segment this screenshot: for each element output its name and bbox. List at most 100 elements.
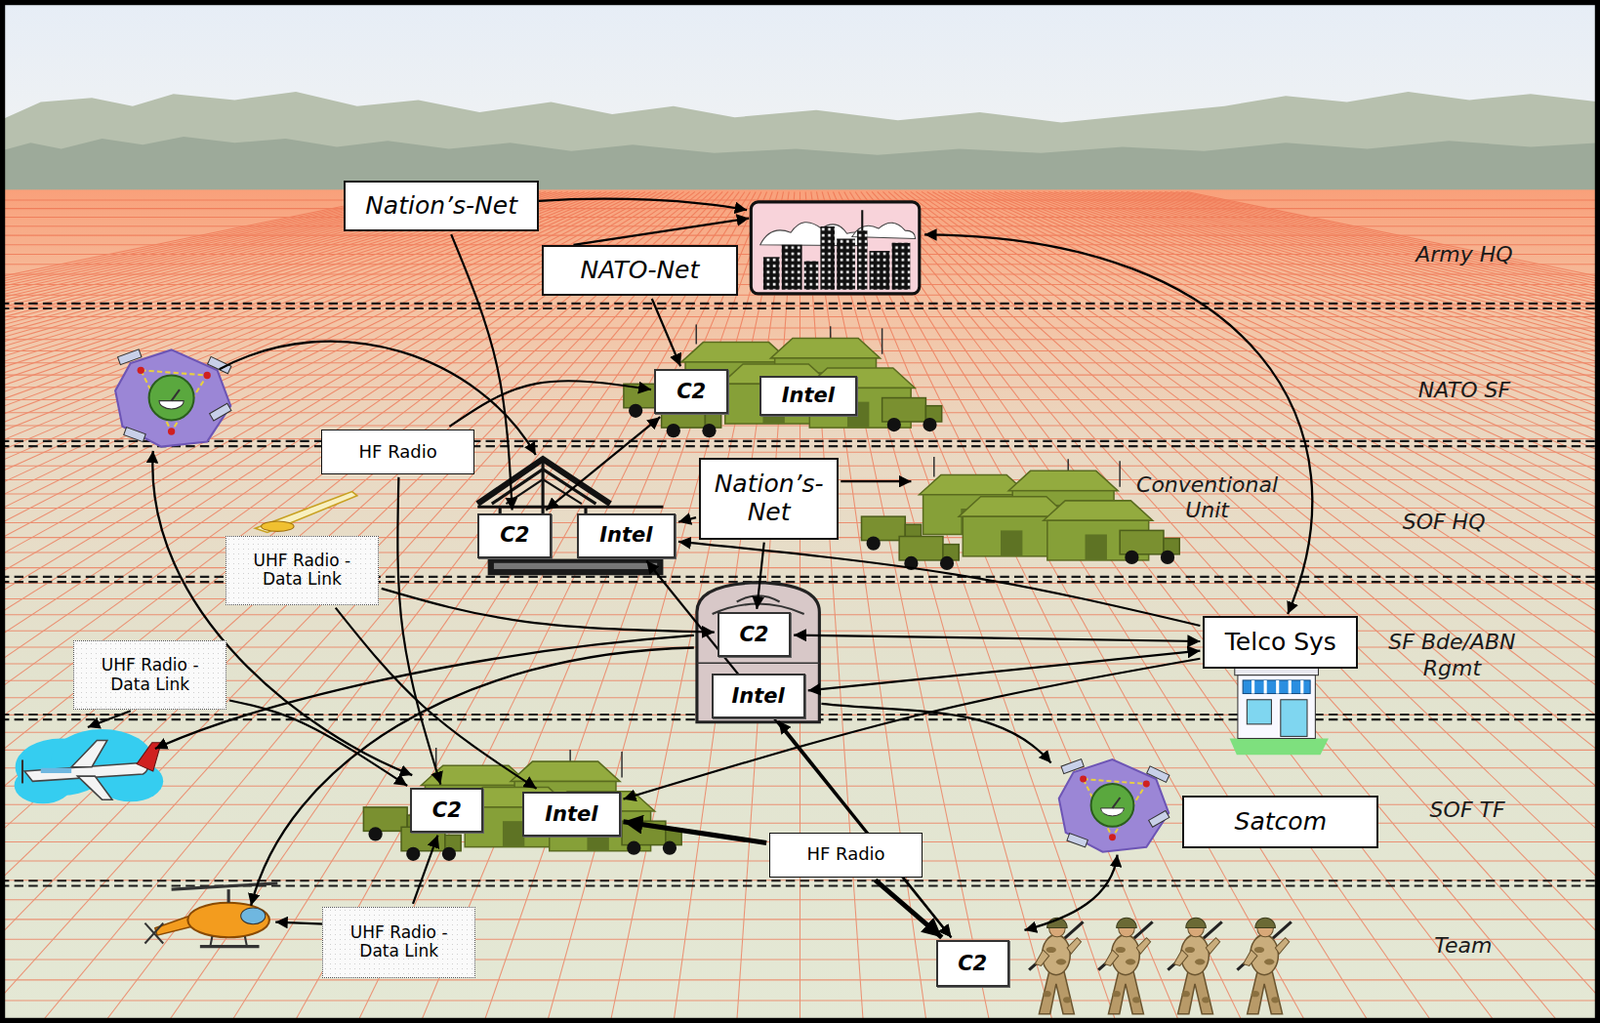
connector <box>875 880 943 939</box>
telco-building <box>1237 675 1315 739</box>
band-label: Team <box>1434 933 1492 959</box>
data-link-box: UHF Radio - Data Link <box>225 535 379 606</box>
connector <box>678 517 697 523</box>
function-box: Intel <box>759 375 858 417</box>
connector <box>623 821 768 844</box>
helicopter-icon <box>245 936 247 946</box>
telco-building <box>1300 680 1304 695</box>
ground-grid <box>0 327 1600 329</box>
city-icon <box>861 209 863 231</box>
link-arrow <box>573 218 749 246</box>
connector <box>381 588 715 633</box>
helicopter-icon <box>144 923 164 944</box>
node-text: UHF Radio - Data Link <box>234 551 370 590</box>
hq-building <box>493 563 657 570</box>
data-link-box: UHF Radio - Data Link <box>73 640 227 710</box>
function-box: C2 <box>717 612 791 657</box>
network-box: Nation’s- Net <box>698 457 839 540</box>
band-label: NATO SF <box>1418 377 1511 404</box>
ground-grid <box>0 438 1600 440</box>
function-box: Intel <box>522 791 620 837</box>
function-box: C2 <box>936 940 1010 987</box>
connector <box>756 542 764 610</box>
ground-grid <box>0 199 1600 201</box>
ground-grid <box>0 305 1600 307</box>
city-icon <box>892 243 911 290</box>
link-arrow <box>250 647 695 905</box>
helicopter-icon <box>200 944 260 948</box>
connector <box>397 477 441 785</box>
connector <box>778 721 951 939</box>
node-text: C2 <box>957 951 987 976</box>
node-text: Intel <box>732 684 785 708</box>
ground-grid <box>0 424 1600 426</box>
connector <box>808 651 1201 692</box>
hq-building <box>477 505 663 509</box>
network-box: NATO-Net <box>541 245 739 296</box>
band-divider <box>0 445 1600 448</box>
function-box: C2 <box>477 513 552 559</box>
link-arrow <box>87 199 1313 931</box>
ground-grid <box>0 879 1600 881</box>
connector <box>652 298 681 367</box>
brigade-building <box>697 661 820 664</box>
soldier-icon <box>1236 917 1291 1014</box>
airplane-icon <box>71 740 108 768</box>
node-text: C2 <box>738 622 769 647</box>
city-icon <box>836 238 856 289</box>
node-text: Satcom <box>1234 808 1327 837</box>
city-icon <box>750 202 919 294</box>
band-label: Conventional Unit <box>1114 472 1299 525</box>
telco-building <box>1242 680 1311 695</box>
helicopter-icon <box>144 923 164 944</box>
function-box: C2 <box>654 369 729 414</box>
ground-grid <box>0 316 1600 318</box>
telco-box: Telco Sys <box>1202 615 1358 669</box>
data-link-box: UHF Radio - Data Link <box>322 906 476 979</box>
field-camp <box>363 747 682 862</box>
telco-building <box>1264 680 1268 695</box>
ground-grid <box>0 191 1600 1023</box>
field-camp <box>623 324 943 438</box>
node-text: UHF Radio - Data Link <box>82 656 218 695</box>
connector <box>412 835 438 904</box>
city-icon <box>820 226 835 290</box>
function-box: Intel <box>711 673 806 719</box>
band-divider <box>0 307 1600 310</box>
sky <box>0 91 1600 205</box>
link-arrow <box>275 922 325 925</box>
helicopter-icon <box>227 889 231 903</box>
connector <box>793 635 1200 642</box>
link-arrow <box>1024 855 1117 931</box>
node-text: HF Radio <box>359 442 438 463</box>
link-arrow <box>152 451 412 776</box>
node-text: Intel <box>599 523 653 547</box>
sky <box>0 0 1600 205</box>
connector <box>646 561 951 939</box>
ground-grid <box>0 732 1600 734</box>
link-arrow <box>820 703 1051 764</box>
ground-grid <box>0 958 1600 960</box>
band-divider <box>0 302 1600 305</box>
telco-building <box>1288 680 1292 695</box>
ground-grid <box>0 999 1600 1001</box>
connector <box>335 608 537 789</box>
hq-building <box>488 559 664 576</box>
link-arrow <box>924 234 1313 615</box>
soldier-icon <box>1028 917 1083 1014</box>
ground-grid <box>0 767 1600 769</box>
city-icon <box>781 245 803 290</box>
node-text: Nation’s- Net <box>708 470 829 528</box>
soldier-icon <box>1167 917 1222 1014</box>
telco-building <box>1246 699 1272 725</box>
telco-building <box>1253 680 1303 695</box>
city-icon <box>857 230 867 290</box>
connector <box>449 380 652 427</box>
node-text: UHF Radio - Data Link <box>330 923 467 962</box>
telco-building <box>1275 680 1279 695</box>
telco-building <box>1280 699 1308 738</box>
